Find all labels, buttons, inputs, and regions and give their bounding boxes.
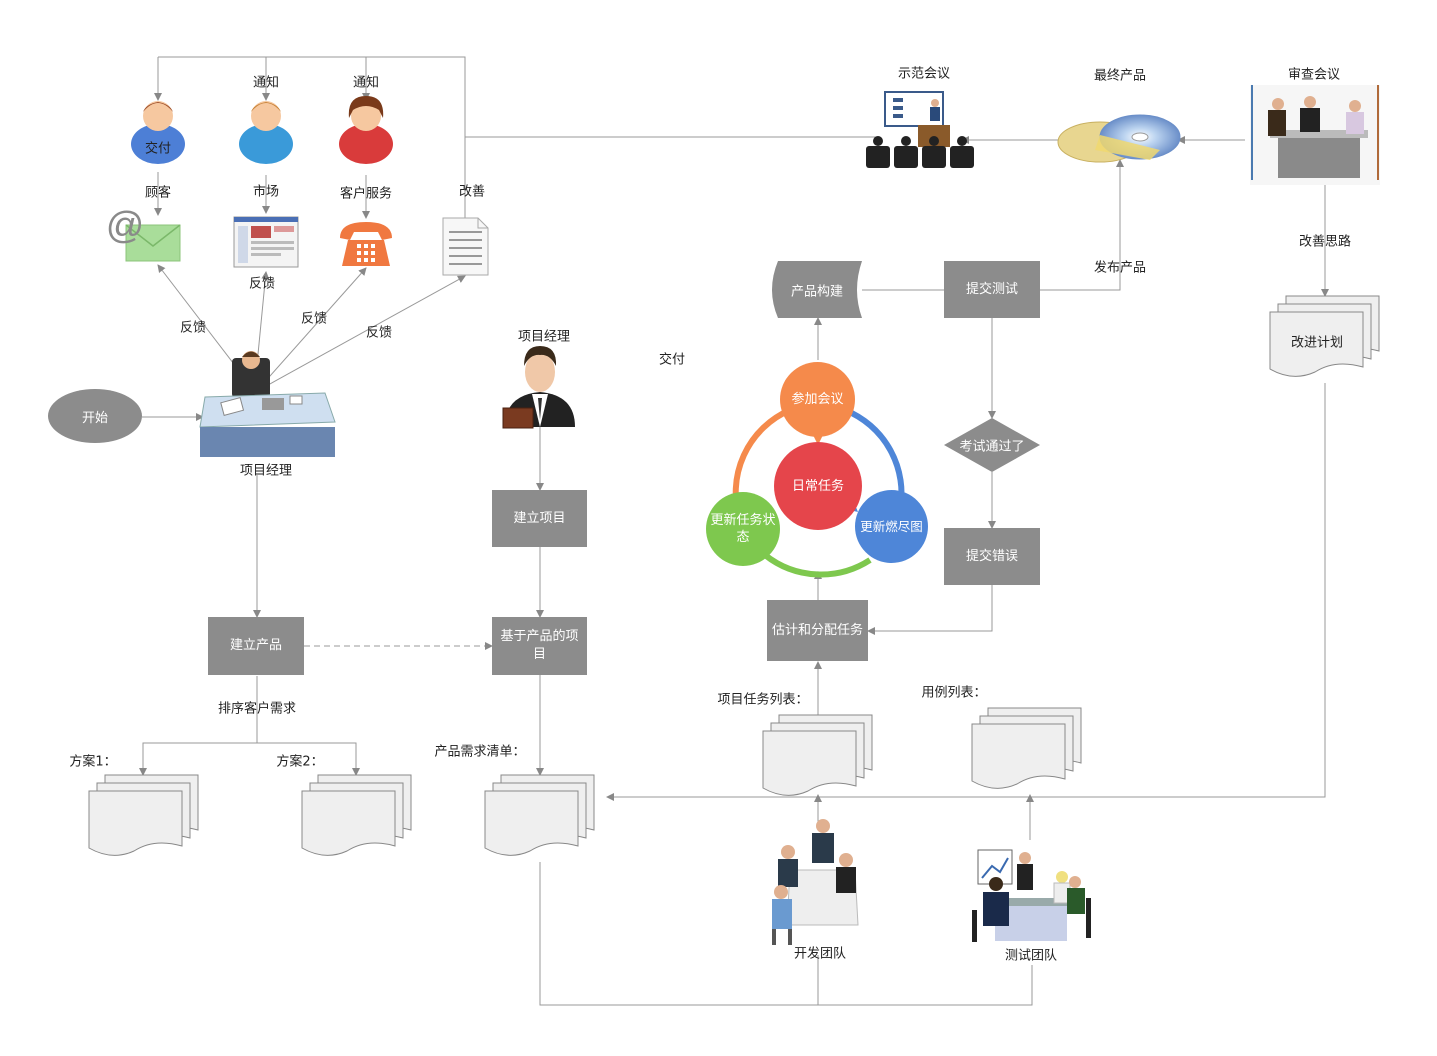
estimate-assign-box[interactable]: 估计和分配任务 — [767, 600, 868, 661]
start-node[interactable]: 开始 — [48, 389, 142, 443]
dev-team-icon — [772, 819, 859, 945]
plan2-label: 方案2： — [276, 754, 324, 770]
document-icon — [442, 217, 489, 276]
connectors — [139, 56, 1329, 1006]
cycle-update-status-node[interactable]: 更新任务状态 — [706, 492, 780, 566]
plan1-label: 方案1： — [69, 754, 117, 770]
sort-requirements-label: 排序客户需求 — [217, 701, 297, 717]
release-label: 发布产品 — [1093, 260, 1147, 276]
submit-bug-box[interactable]: 提交错误 — [944, 528, 1040, 585]
test-team-label: 测试团队 — [1004, 948, 1058, 964]
top-frame-line — [158, 56, 466, 265]
pm-desk-label: 项目经理 — [239, 463, 293, 479]
build-project-box[interactable]: 建立项目 — [492, 490, 587, 547]
product-build-shape — [772, 261, 862, 318]
customer-person-icon — [131, 101, 185, 164]
manager-desk-icon — [199, 351, 336, 457]
feedback-label-4: 反馈 — [365, 325, 393, 341]
task-list-doc-icon — [762, 714, 873, 796]
use-case-label: 用例列表： — [921, 685, 987, 701]
final-product-cd-icon — [1057, 114, 1181, 163]
market-person-icon — [239, 101, 293, 164]
service-label: 客户服务 — [339, 186, 393, 202]
market-label: 市场 — [252, 184, 280, 200]
product-build-label: 产品构建 — [790, 284, 844, 300]
review-meeting-label: 审查会议 — [1287, 67, 1341, 83]
build-product-box[interactable]: 建立产品 — [208, 617, 304, 675]
plan2-doc-icon — [301, 774, 412, 856]
service-person-icon — [339, 96, 393, 164]
project-manager-icon — [502, 346, 575, 429]
improve-plan-label: 改进计划 — [1290, 335, 1344, 351]
pm2-label: 项目经理 — [517, 329, 571, 345]
phone-icon — [340, 222, 392, 266]
exam-passed-label: 考试通过了 — [959, 439, 1025, 455]
deliver-label: 交付 — [658, 352, 686, 368]
product-req-label: 产品需求清单： — [434, 744, 526, 760]
notify-market-label: 通知 — [252, 75, 280, 91]
exam-passed-diamond — [944, 418, 1040, 472]
improve-plan-doc-icon — [1269, 295, 1380, 377]
cycle-meeting-node[interactable]: 参加会议 — [780, 362, 855, 437]
feedback-label-3: 反馈 — [300, 311, 328, 327]
doc-stacks — [88, 295, 1380, 856]
plan1-doc-icon — [88, 774, 199, 856]
cycle-burndown-node[interactable]: 更新燃尽图 — [855, 490, 928, 563]
feedback-label-1: 反馈 — [248, 276, 276, 292]
review-meeting-icon — [1250, 85, 1380, 185]
submit-test-box[interactable]: 提交测试 — [944, 261, 1040, 318]
use-case-doc-icon — [971, 707, 1082, 789]
customer-label: 顾客 — [144, 185, 172, 201]
improve-ideas-label: 改善思路 — [1298, 234, 1352, 250]
demo-meeting-label: 示范会议 — [897, 66, 951, 82]
test-team-icon — [972, 849, 1091, 942]
svg-text:@: @ — [106, 205, 145, 247]
webpage-icon — [233, 216, 299, 268]
improve-label: 改善 — [458, 184, 486, 200]
product-based-project-box[interactable]: 基于产品的项目 — [492, 617, 587, 675]
final-product-label: 最终产品 — [1093, 68, 1147, 84]
deliver-customer-label: 交付 — [144, 141, 172, 157]
email-icon: @ — [106, 205, 181, 262]
task-list-label: 项目任务列表： — [717, 692, 809, 708]
dev-team-label: 开发团队 — [793, 946, 847, 962]
notify-service-label: 通知 — [352, 75, 380, 91]
product-req-doc-icon — [484, 774, 595, 856]
cycle-daily-task-node[interactable]: 日常任务 — [774, 442, 862, 530]
feedback-label-2: 反馈 — [179, 320, 207, 336]
demo-meeting-icon — [866, 91, 974, 168]
